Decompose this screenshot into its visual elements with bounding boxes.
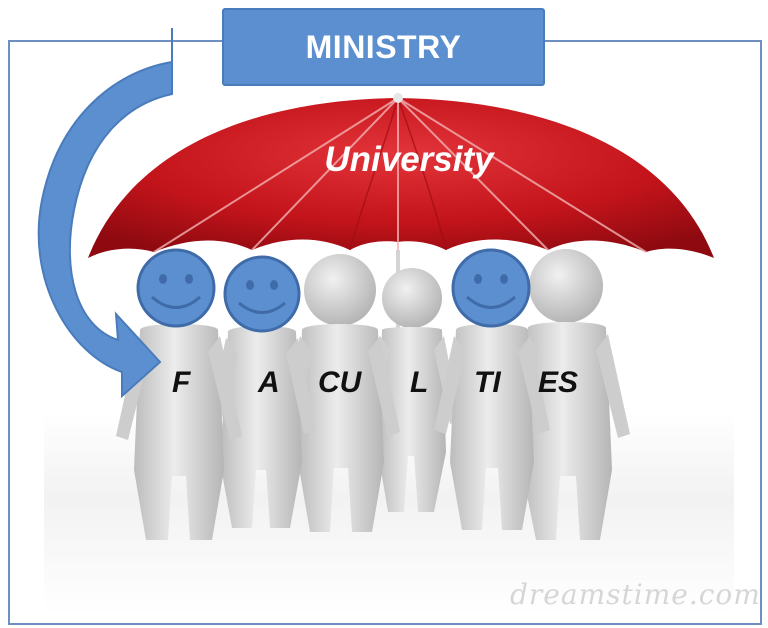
- figure-letter-6: ES: [538, 366, 579, 399]
- figure-6: [506, 249, 630, 540]
- smiley-face-icon: [451, 248, 531, 328]
- figure-letter-4: L: [410, 366, 429, 399]
- figure-letter-2: A: [258, 366, 280, 399]
- figure-letter-5: TI: [474, 366, 501, 399]
- umbrella-label: University: [324, 140, 494, 179]
- figure-letter-1: F: [172, 366, 191, 399]
- ministry-box: MINISTRY: [222, 8, 545, 86]
- curved-arrow-icon: [37, 28, 173, 399]
- figure-5: [434, 324, 550, 530]
- smiley-face-icon: [136, 248, 216, 328]
- watermark-text: dreamstime.com: [510, 578, 761, 611]
- figure-2: [206, 326, 316, 528]
- figure-3: [280, 254, 400, 532]
- ministry-title: MINISTRY: [305, 28, 462, 65]
- smiley-face-icon: [223, 255, 301, 333]
- figure-letter-3: CU: [318, 366, 362, 399]
- figure-4: [364, 268, 460, 512]
